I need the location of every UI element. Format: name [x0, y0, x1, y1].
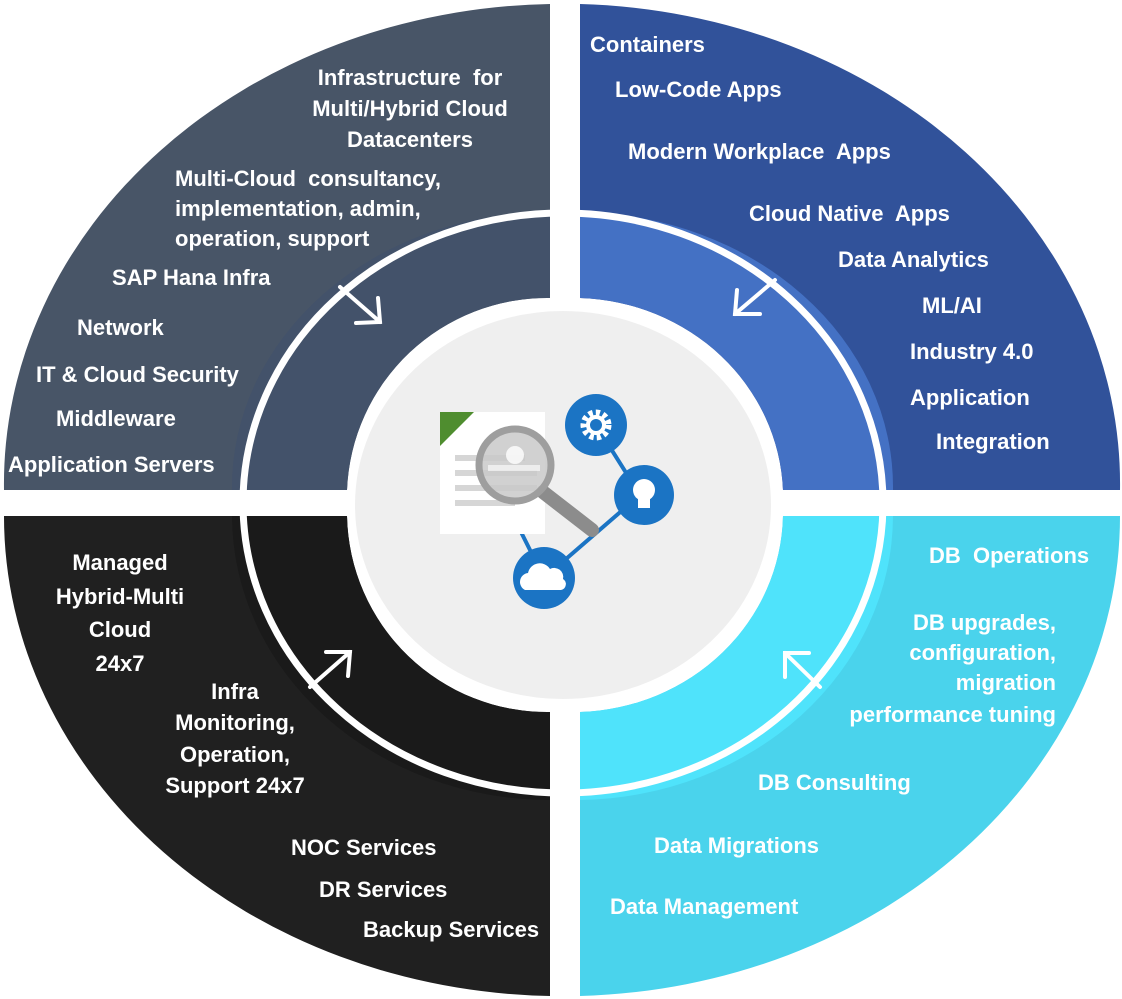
gear-icon: [565, 394, 627, 456]
label-operation-support: operation, support: [175, 226, 370, 251]
label-operation: Operation,: [179, 742, 290, 767]
label-low-code-apps: Low-Code Apps: [615, 77, 782, 102]
arrow-top-left-icon: [338, 285, 383, 325]
quadrant-bottom-right-outer: [580, 516, 1121, 996]
label-application-servers: Application Servers: [8, 452, 215, 477]
label-infra: Infra: [211, 679, 259, 704]
label-sap-hana-infra: SAP Hana Infra: [112, 265, 271, 290]
label-infrastructure-for: Infrastructure for: [317, 65, 503, 90]
label-backup-services: Backup Services: [363, 917, 540, 942]
label-it-cloud-security: IT & Cloud Security: [36, 362, 239, 387]
label-middleware: Middleware: [56, 406, 176, 431]
lightbulb-icon: [614, 465, 674, 525]
label-hybrid-multi: Hybrid-Multi: [55, 584, 185, 609]
arrow-top-right-icon: [732, 278, 777, 316]
label-ml-ai: ML/AI: [922, 293, 982, 318]
cloud-icon: [513, 547, 575, 609]
quadrant-bottom-right-inner: [580, 516, 893, 800]
label-db-consulting: DB Consulting: [758, 770, 911, 795]
magnifier-icon: [475, 425, 599, 537]
label-24x7: 24x7: [95, 651, 145, 676]
label-modern-workplace-apps: Modern Workplace Apps: [628, 139, 891, 164]
label-network: Network: [77, 315, 164, 340]
label-dr-services: DR Services: [319, 877, 448, 902]
quadrant-bottom-left-inner: [232, 516, 550, 800]
arrow-bottom-right-icon: [783, 651, 822, 689]
label-application: Application: [910, 385, 1030, 410]
label-multi-cloud-consultancy: Multi-Cloud consultancy,: [175, 166, 442, 191]
quadrant-bottom-left-outer: [4, 516, 550, 996]
label-monitoring: Monitoring,: [175, 710, 295, 735]
label-containers: Containers: [590, 32, 705, 57]
label-cloud-native-apps: Cloud Native Apps: [749, 201, 950, 226]
label-noc-services: NOC Services: [291, 835, 437, 860]
label-data-management: Data Management: [610, 894, 799, 919]
label-migration: migration: [955, 670, 1056, 695]
label-multi-hybrid-cloud: Multi/Hybrid Cloud: [312, 96, 508, 121]
quadrant-top-right-outer: [580, 4, 1121, 490]
analytics-illustration: [440, 394, 674, 609]
label-support-24x7: Support 24x7: [165, 773, 305, 798]
label-managed: Managed: [72, 550, 168, 575]
label-data-analytics: Data Analytics: [838, 247, 989, 272]
label-industry-4-0: Industry 4.0: [910, 339, 1034, 364]
label-db-upgrades: DB upgrades,: [912, 610, 1056, 635]
quadrant-top-left-inner: [231, 211, 550, 490]
quadrant-top-left-outer: [3, 4, 551, 490]
label-implementation-admin: implementation, admin,: [175, 196, 421, 221]
arrow-bottom-left-icon: [308, 650, 353, 689]
label-data-migrations: Data Migrations: [654, 833, 820, 858]
label-cloud: Cloud: [88, 617, 152, 642]
quadrant-top-right-inner: [580, 212, 894, 490]
label-configuration: configuration,: [909, 640, 1056, 665]
label-datacenters: Datacenters: [347, 127, 473, 152]
label-performance-tuning: performance tuning: [849, 702, 1056, 727]
label-integration: Integration: [936, 429, 1050, 454]
label-db-operations: DB Operations: [929, 543, 1090, 568]
